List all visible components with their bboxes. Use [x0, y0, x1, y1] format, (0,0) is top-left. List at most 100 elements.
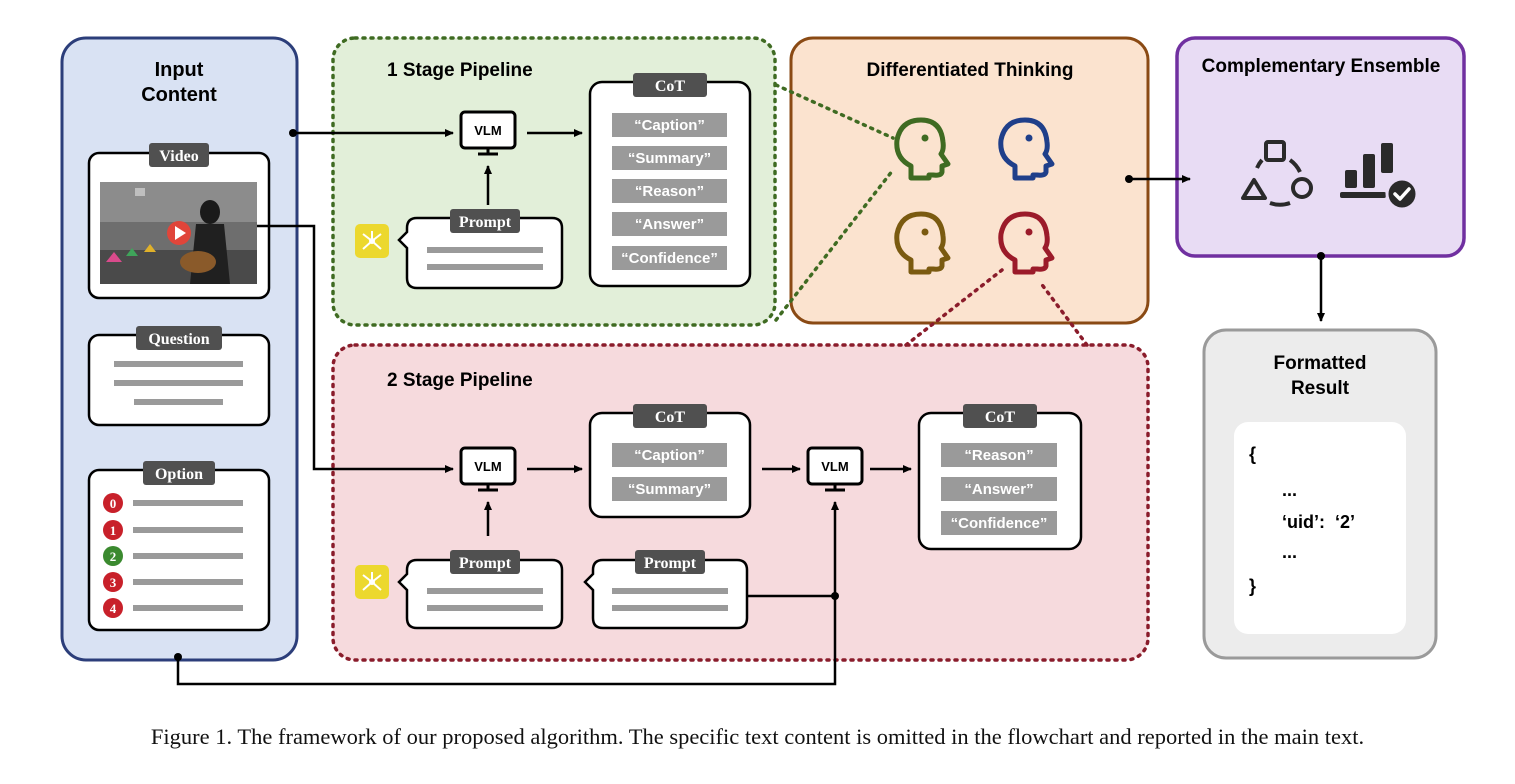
video-thumbnail [100, 182, 257, 284]
complementary-ensemble-title: Complementary Ensemble [1202, 56, 1441, 77]
cot-item-pill [612, 477, 727, 501]
cot-item-text: “Answer” [964, 481, 1033, 498]
cot-item-text: “Confidence” [951, 515, 1048, 532]
cot-item-text: “Answer” [635, 216, 704, 233]
option-text-line [133, 500, 243, 506]
stage2-prompt1-label: Prompt [459, 555, 512, 572]
formatted-result-title-line2: Result [1291, 378, 1350, 399]
cot-item-text: “Summary” [628, 481, 711, 498]
question-text-line-2 [114, 380, 243, 386]
differentiated-thinking-title: Differentiated Thinking [867, 60, 1074, 81]
option-badge [103, 572, 123, 592]
bar-chart-check-icon [1340, 143, 1419, 211]
result-line-close-brace: } [1249, 576, 1256, 596]
connector-video-to-stage2-vlm [257, 224, 454, 473]
olive-head-icon [894, 211, 951, 275]
cot-item-pill [612, 212, 727, 236]
question-label: Question [148, 331, 209, 348]
option-badge-number: 3 [110, 575, 117, 590]
result-line-ellipsis-2: ... [1282, 542, 1297, 562]
stage1-cot-items: “Caption” “Summary” “Reason” “Answer” “Confi… [612, 113, 727, 270]
option-text-line [133, 553, 243, 559]
callout-lines [774, 83, 1089, 347]
differentiated-thinking-panel [789, 36, 1150, 325]
stage2-vlm1-monitor-icon [459, 446, 517, 492]
callout-stage1-to-green-head-bottom [774, 168, 895, 322]
red-head-icon [998, 211, 1055, 275]
stage1-prompt-bubble [397, 216, 564, 290]
stage2-cot2-label-bg [963, 404, 1037, 428]
stage1-cot-label: CoT [655, 78, 686, 95]
option-badge-number: 0 [110, 496, 117, 511]
stage2-prompt2-bubble [583, 558, 749, 630]
formatted-result-title-line1: Formatted [1274, 353, 1367, 374]
thinking-heads [894, 117, 1055, 275]
cot-item-text: “Caption” [634, 447, 705, 464]
cot-item-text: “Reason” [635, 183, 704, 200]
cot-item-pill [941, 477, 1057, 501]
stage1-title: 1 Stage Pipeline [387, 60, 533, 81]
stage2-vlm2-label: VLM [821, 459, 848, 474]
option-badge [103, 493, 123, 513]
stage1-prompt-label: Prompt [459, 214, 512, 231]
cot-item-pill [941, 443, 1057, 467]
stage2-sparkle-icon [355, 565, 389, 599]
stage2-cot1-label-bg [633, 404, 707, 428]
stage1-sparkle-icon [355, 224, 389, 258]
stage2-prompt1-label-bg [450, 550, 520, 574]
cot-item-pill [612, 113, 727, 137]
option-badge-number: 1 [110, 523, 117, 538]
cot-item-text: “Summary” [628, 150, 711, 167]
cot-item-pill [612, 146, 727, 170]
option-badge [103, 520, 123, 540]
shapes-cycle-icon [1241, 140, 1313, 207]
stage2-vlm2-monitor-icon [806, 446, 864, 492]
option-badge-number: 4 [110, 601, 117, 616]
stage1-vlm-label: VLM [474, 123, 501, 138]
question-text-line-3 [134, 399, 223, 405]
option-badge [103, 598, 123, 618]
play-icon-triangle[interactable] [175, 226, 186, 240]
cot-item-pill [612, 179, 727, 203]
result-line-ellipsis-1: ... [1282, 480, 1297, 500]
stage2-prompt2-label: Prompt [644, 555, 697, 572]
connectors [176, 129, 1325, 686]
question-label-bg [136, 326, 222, 350]
stage2-prompt1-bubble [397, 558, 564, 630]
cot-item-pill [612, 246, 727, 270]
stage1-vlm-monitor-icon [459, 110, 517, 156]
stage2-cot2-label: CoT [985, 409, 1016, 426]
stage1-cot-label-bg [633, 73, 707, 97]
option-text-line [133, 579, 243, 585]
option-badge-number: 2 [110, 549, 117, 564]
cot-item-text: “Caption” [634, 117, 705, 134]
stage2-cot1-label: CoT [655, 409, 686, 426]
question-text-line-1 [114, 361, 243, 367]
framework-diagram: Input Content 1 Stage Pipeline 2 Stage P… [60, 36, 1466, 686]
cot-item-text: “Reason” [964, 447, 1033, 464]
cot-item-pill [612, 443, 727, 467]
option-text-line [133, 605, 243, 611]
option-list: 0 1 2 3 4 [103, 493, 243, 618]
cot-item-text: “Confidence” [621, 250, 718, 267]
stage1-prompt-label-bg [450, 209, 520, 233]
callout-stage1-to-green-head-top [774, 83, 895, 140]
result-line-uid: ‘uid’: ‘2’ [1282, 512, 1355, 532]
option-label-bg [143, 461, 215, 485]
stage2-prompt2-label-bg [635, 550, 705, 574]
video-label-bg [149, 143, 209, 167]
video-label: Video [159, 148, 198, 165]
option-text-line [133, 527, 243, 533]
input-content-title-line1: Input [155, 59, 204, 81]
stage2-cot2-items: “Reason” “Answer” “Confidence” [941, 443, 1057, 535]
option-badge [103, 546, 123, 566]
stage2-title: 2 Stage Pipeline [387, 370, 533, 391]
cot-item-pill [941, 511, 1057, 535]
callout-stage2-to-red-head-right [1038, 280, 1089, 347]
stage2-vlm1-label: VLM [474, 459, 501, 474]
result-line-open-brace: { [1249, 444, 1256, 464]
option-label: Option [155, 466, 203, 483]
stage2-cot1-items: “Caption” “Summary” [612, 443, 727, 501]
connector-dots [174, 129, 1325, 661]
blue-head-icon [998, 117, 1055, 181]
